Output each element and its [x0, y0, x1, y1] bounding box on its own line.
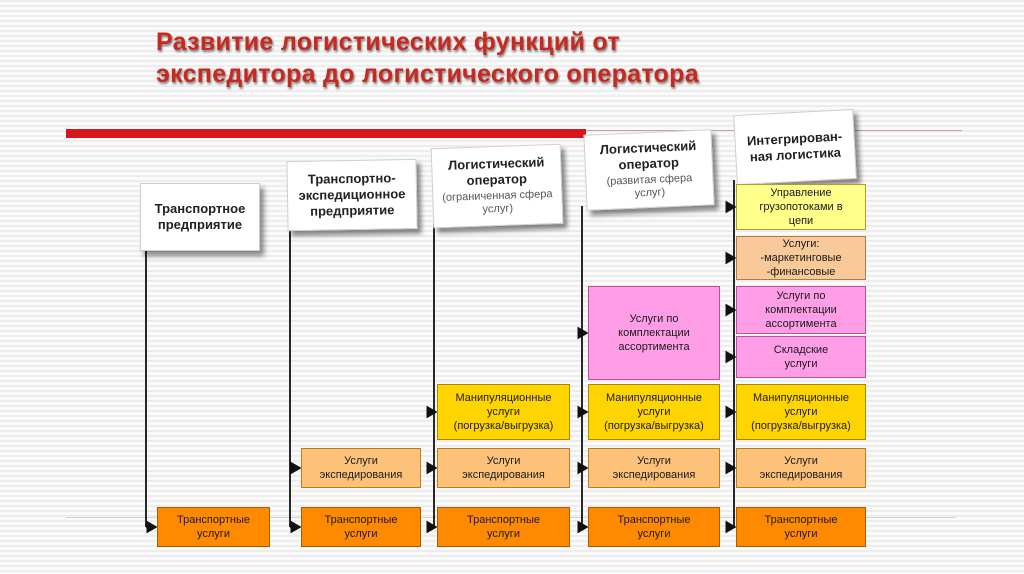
column-header-title: Транспортное предприятие — [154, 201, 246, 232]
red-accent-bar — [66, 129, 586, 138]
slide-title: Развитие логистических функций от экспед… — [156, 28, 699, 88]
column-header-subtitle: (ограниченная сфера услуг) — [442, 188, 553, 216]
service-box-forwarding: Услуги экспедирования — [301, 448, 421, 488]
column-header-title: Интегрирован- ная логистика — [746, 128, 843, 165]
service-box-handling: Манипуляционные услуги (погрузка/выгрузк… — [588, 384, 720, 440]
column-header-title: Логистический оператор — [447, 154, 545, 189]
service-box-warehouse: Складские услуги — [736, 336, 866, 378]
service-box-transport: Транспортные услуги — [157, 507, 270, 547]
column-header-4: Логистический оператор(развитая сфера ус… — [583, 129, 715, 211]
service-box-forwarding: Услуги экспедирования — [437, 448, 570, 488]
service-box-forwarding: Услуги экспедирования — [588, 448, 720, 488]
service-box-assortment: Услуги по комплектации ассортимента — [736, 286, 866, 334]
column-header-3: Логистический оператор(ограниченная сфер… — [430, 143, 564, 229]
column-header-5: Интегрирован- ная логистика — [733, 108, 857, 186]
service-box-transport: Транспортные услуги — [437, 507, 570, 547]
column-header-2: Транспортно- экспедиционное предприятие — [286, 158, 418, 232]
service-box-transport: Транспортные услуги — [301, 507, 421, 547]
service-box-forwarding: Услуги экспедирования — [736, 448, 866, 488]
service-box-assortment: Услуги по комплектации ассортимента — [588, 286, 720, 380]
service-box-handling: Манипуляционные услуги (погрузка/выгрузк… — [736, 384, 866, 440]
service-box-handling: Манипуляционные услуги (погрузка/выгрузк… — [437, 384, 570, 440]
service-box-transport: Транспортные услуги — [736, 507, 866, 547]
service-box-transport: Транспортные услуги — [588, 507, 720, 547]
column-header-1: Транспортное предприятие — [140, 183, 260, 251]
service-box-marketing: Услуги: -маркетинговые -финансовые — [736, 236, 866, 280]
service-box-flow: Управление грузопотоками в цепи — [736, 184, 866, 230]
column-header-title: Транспортно- экспедиционное предприятие — [298, 170, 406, 219]
column-header-title: Логистический оператор — [599, 137, 697, 173]
column-header-subtitle: (развитая сфера услуг) — [606, 172, 693, 200]
